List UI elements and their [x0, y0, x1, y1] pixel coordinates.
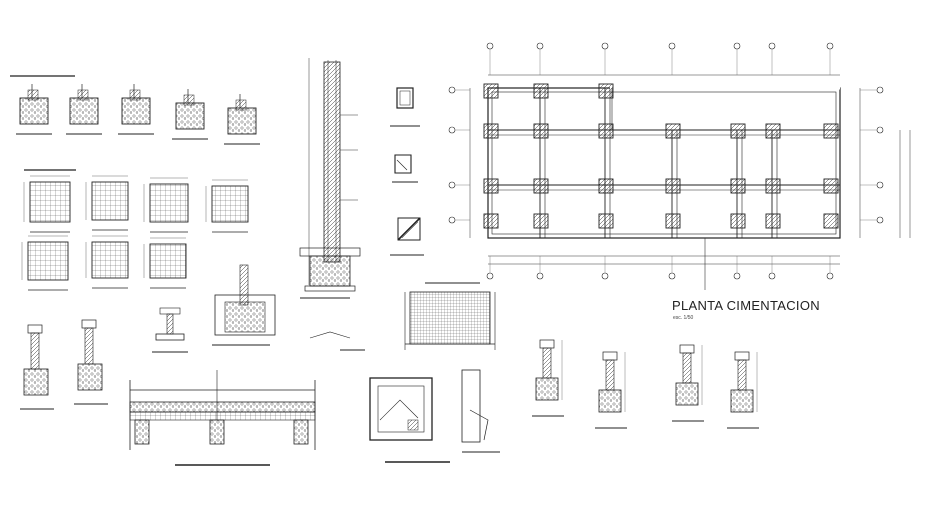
- footing-section-middle: [152, 264, 365, 353]
- brick-wall-elevation: [404, 282, 496, 350]
- plan-title: PLANTA CIMENTACION: [672, 298, 820, 313]
- column-section-details: [390, 87, 424, 256]
- box-plan-detail: [369, 369, 500, 463]
- column-elevation: [299, 58, 361, 299]
- plan-scale: esc. 1/50: [673, 315, 694, 321]
- isolated-footing-sections: [20, 319, 108, 410]
- slab-grid-details: [21, 175, 249, 291]
- footing-sections-right: [532, 339, 759, 429]
- foundation-long-section: [129, 370, 316, 466]
- footing-detail-row: [16, 84, 260, 145]
- foundation-plan: [448, 42, 911, 290]
